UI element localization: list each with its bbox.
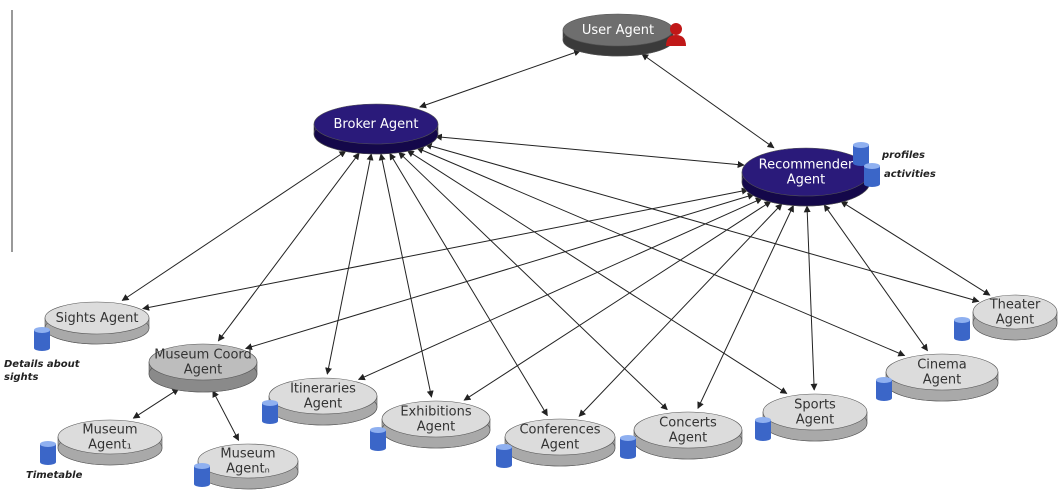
cinema-database-icon (876, 377, 892, 401)
extras-layer: profiles activities Details about sights… (4, 23, 970, 487)
activities-note: activities (884, 169, 936, 180)
edge-recommender-sports (803, 205, 818, 391)
node-museumn-label-2: Agentₙ (226, 462, 270, 477)
edge-broker-exhibitions (378, 153, 434, 398)
edge-broker-sights (121, 150, 347, 301)
edge-broker-museum_coord (217, 152, 360, 342)
node-sights: Sights Agent (44, 301, 150, 345)
node-exhibitions-label-2: Agent (417, 420, 455, 435)
node-theater-label-2: Agent (996, 313, 1034, 328)
node-concerts-label-1: Concerts (659, 416, 717, 431)
edge-museum_coord-museumn (212, 390, 240, 442)
node-theater-label-1: Theater (989, 298, 1041, 313)
exhibitions-database-icon (370, 427, 386, 451)
node-museum-coord-label-2: Agent (184, 363, 222, 378)
node-museum1-label-2: Agent₁ (88, 438, 132, 453)
user-person-icon (666, 23, 686, 46)
edge-museum_coord-museum1 (132, 388, 180, 419)
node-museum-coord-label-1: Museum Coord (154, 348, 252, 363)
edge-user-recommender (641, 53, 775, 149)
node-itineraries-label-2: Agent (304, 397, 342, 412)
edge-recommender-cinema (823, 204, 928, 352)
node-sports-label-2: Agent (796, 413, 834, 428)
node-sights-label-1: Sights Agent (56, 311, 139, 326)
sights-details-note-line2: sights (4, 372, 38, 383)
edge-recommender-itineraries (357, 197, 763, 381)
node-itineraries-label-1: Itineraries (290, 382, 356, 397)
edge-recommender-concerts (697, 204, 794, 410)
node-broker: Broker Agent (313, 103, 439, 155)
timetable-note: Timetable (26, 470, 83, 481)
profiles-note: profiles (881, 150, 925, 161)
museumn-database-icon (194, 463, 210, 487)
node-sports-label-1: Sports (794, 398, 836, 413)
profiles-database-icon (853, 142, 869, 166)
theater-database-icon (954, 317, 970, 341)
edge-broker-conferences (389, 152, 548, 417)
node-user-label-1: User Agent (582, 23, 654, 38)
node-conferences-label-1: Conferences (519, 423, 600, 438)
node-conferences-label-2: Agent (541, 438, 579, 453)
node-broker-label-1: Broker Agent (334, 117, 419, 132)
node-concerts-label-2: Agent (669, 431, 707, 446)
node-recommender-label-2: Agent (787, 173, 825, 188)
sports-database-icon (755, 417, 771, 441)
museum1-database-icon (40, 441, 56, 465)
edge-user-broker (419, 49, 582, 109)
edge-recommender-theater (840, 200, 991, 296)
node-museum1-label-1: Museum (82, 423, 137, 438)
node-cinema-label-1: Cinema (917, 358, 967, 373)
concerts-database-icon (620, 435, 636, 459)
edge-recommender-conferences (578, 203, 783, 417)
node-exhibitions-label-1: Exhibitions (400, 405, 472, 420)
sights-details-note-line1: Details about (4, 359, 81, 370)
node-cinema-label-2: Agent (923, 373, 961, 388)
sights-database-icon (34, 327, 50, 351)
node-museumn-label-1: Museum (220, 447, 275, 462)
activities-database-icon (864, 163, 880, 187)
edges-layer (121, 49, 991, 442)
node-user: User Agent (562, 13, 674, 57)
node-recommender-label-1: Recommender (759, 158, 854, 173)
edge-recommender-museum_coord (245, 192, 755, 351)
conferences-database-icon (496, 444, 512, 468)
edge-recommender-exhibitions (463, 200, 772, 401)
edge-recommender-sights (142, 187, 749, 311)
itineraries-database-icon (262, 400, 278, 424)
edge-broker-concerts (398, 151, 668, 411)
